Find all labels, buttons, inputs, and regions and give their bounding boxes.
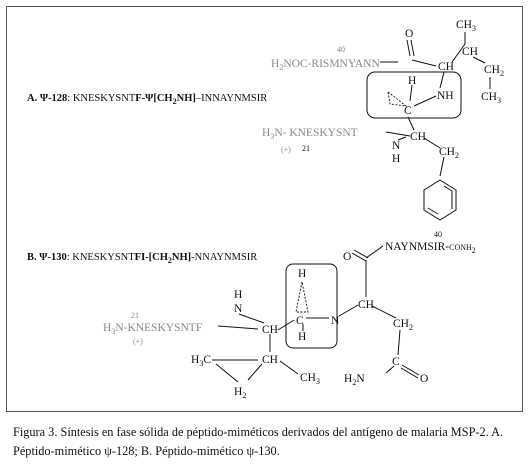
scheme-b-mod-end: NH] xyxy=(172,252,191,263)
b-box-h-bot: H xyxy=(298,331,306,343)
a-box-h: H xyxy=(408,75,416,87)
a-top-fragment: H2NOC-RISMNYANN xyxy=(271,58,380,72)
a-h-lower: H xyxy=(392,153,400,165)
b-carbonyl-o: O xyxy=(343,251,351,263)
a-bottom-fragment: H3N- KNESKYSNT xyxy=(262,127,358,141)
b-ch-mid: CH xyxy=(262,354,278,366)
b-ch3-mid: CH3 xyxy=(300,372,320,386)
a-box-nh: NH xyxy=(437,90,454,102)
b-h3c: H3C xyxy=(191,354,211,368)
a-ch-upper: CH xyxy=(438,61,454,73)
scheme-b-seq-end: -NNAYNMSIR xyxy=(191,252,257,263)
b-ch-left: CH xyxy=(262,324,278,336)
b-ch-right: CH xyxy=(358,299,374,311)
b-nh-h: H xyxy=(234,289,242,301)
a-ch2-side: CH2 xyxy=(484,64,504,78)
a-ch3-side: CH3 xyxy=(481,91,501,105)
a-ch-iso: CH xyxy=(462,46,478,58)
scheme-b: B. Ψ-130: KNESKYSNTFI-[CH2NH]-NNAYNMSIR … xyxy=(27,230,476,400)
scheme-a-mod-end: NH] xyxy=(177,93,196,104)
a-ch-lower: CH xyxy=(410,131,426,143)
b-box-c: C xyxy=(296,315,304,327)
scheme-a-id: A. Ψ-128 xyxy=(27,93,67,104)
figure-frame xyxy=(6,6,523,412)
scheme-a-seq-end: –INNAYNMSIR xyxy=(195,93,267,104)
b-o-amide: O xyxy=(420,373,428,385)
scheme-b-mod: FI-[CH xyxy=(135,252,168,263)
scheme-a: A. Ψ-128: KNESKYSNTF-Ψ[CH2NH]–INNAYNMSIR… xyxy=(27,19,504,221)
b-top-fragment: NAYNMSIR-CONH2 xyxy=(385,241,476,255)
scheme-b-seq-start: : KNESKYSNT xyxy=(67,252,136,263)
b-nh-n: N xyxy=(234,303,243,315)
b-bonds xyxy=(212,245,420,383)
b-n-right: N xyxy=(331,315,340,327)
a-ch3-top: CH3 xyxy=(456,19,476,33)
scheme-b-id: B. Ψ-130 xyxy=(27,252,67,263)
a-top-index: 40 xyxy=(337,45,345,54)
figure-caption: Figura 3. Síntesis en fase sólida de pép… xyxy=(13,425,504,458)
scheme-a-mod: F-Ψ[CH xyxy=(135,93,172,104)
a-n-lower: N xyxy=(392,140,401,152)
a-bottom-index: 21 xyxy=(302,144,310,153)
b-box-h-top: H xyxy=(298,268,306,280)
b-c-amide: C xyxy=(392,356,400,368)
scheme-a-label: A. Ψ-128: KNESKYSNTF-Ψ[CH2NH]–INNAYNMSIR xyxy=(27,93,267,106)
a-carbonyl-o: O xyxy=(405,28,413,40)
b-h2n: H2N xyxy=(344,373,365,387)
b-charge: (+) xyxy=(133,337,143,346)
b-ch2-right: CH2 xyxy=(393,318,413,332)
a-bonds xyxy=(380,32,491,221)
b-left-index: 21 xyxy=(131,311,139,320)
b-top-index: 40 xyxy=(434,230,442,239)
reaction-scheme: A. Ψ-128: KNESKYSNTF-Ψ[CH2NH]–INNAYNMSIR… xyxy=(27,19,504,400)
a-ch2-benzyl: CH2 xyxy=(439,146,459,160)
scheme-b-mod-sub: 2 xyxy=(168,256,172,265)
scheme-b-label: B. Ψ-130: KNESKYSNTFI-[CH2NH]-NNAYNMSIR xyxy=(27,252,257,265)
b-left-fragment: H3N-KNESKYSNTF xyxy=(103,322,202,336)
scheme-a-seq-start: : KNESKYSNT xyxy=(67,93,136,104)
a-reduced-bond-box xyxy=(366,71,462,119)
b-reduced-bond-box xyxy=(285,263,338,349)
scheme-a-mod-sub: 2 xyxy=(173,97,177,106)
b-h2-bot: H2 xyxy=(234,386,246,400)
a-charge: (+) xyxy=(281,145,291,154)
a-box-c: C xyxy=(404,105,412,117)
